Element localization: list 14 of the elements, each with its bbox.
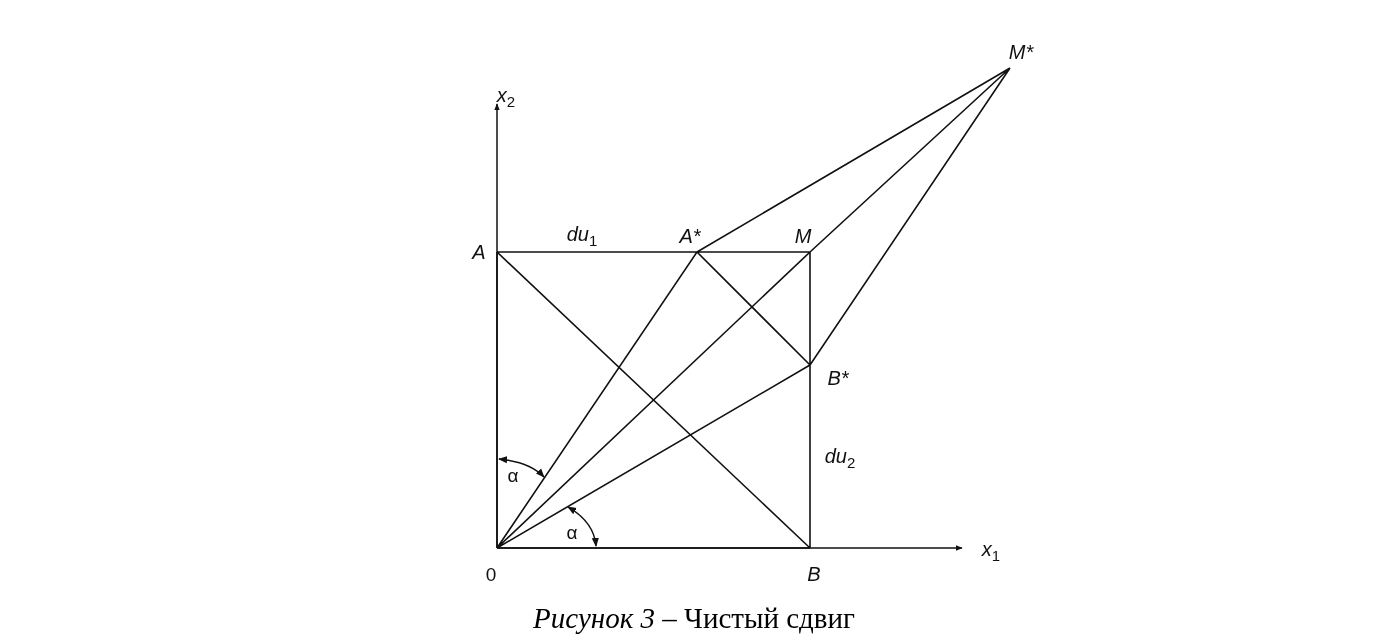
origin-label: 0 [485,564,497,584]
angle-label: α [507,465,519,485]
point-label: A [472,242,486,262]
point-label: M [794,226,812,246]
point-label: B [807,564,821,584]
dimension-label: du$_{1}$ [566,224,598,248]
point-label: B* [827,368,849,388]
figure-caption: Рисунок 3 – Чистый сдвиг [533,602,855,634]
angle-label: α [566,522,578,542]
axis-label: x$_{1}$ [981,539,1001,563]
point-label: M* [1008,42,1034,62]
point-label: A* [679,226,701,246]
axis-label: x$_{2}$ [496,85,516,109]
dimension-label: du$_{2}$ [824,446,856,470]
